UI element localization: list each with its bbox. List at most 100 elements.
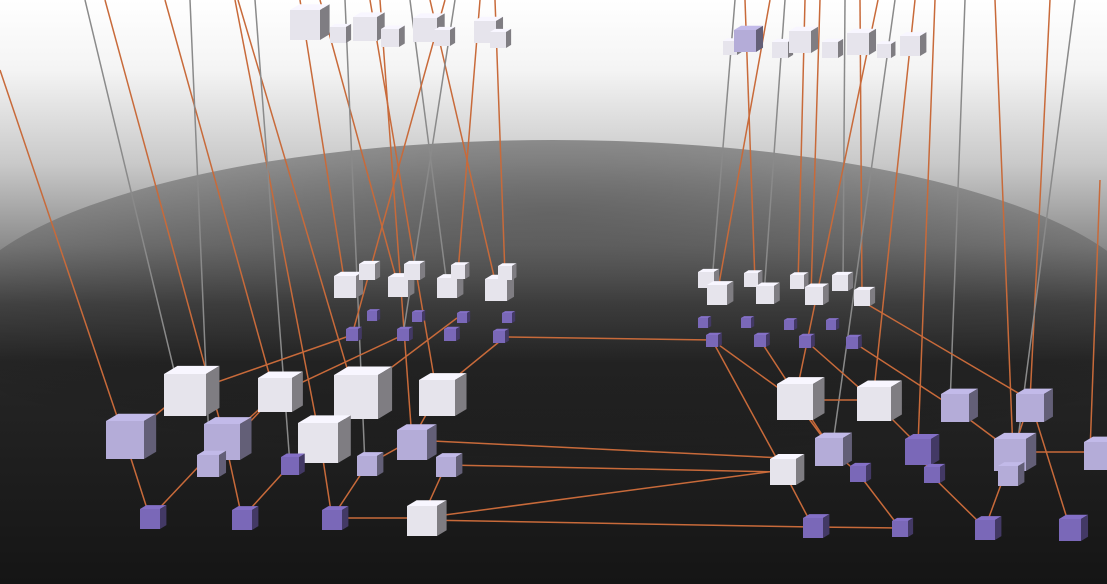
cube-front-face [741, 318, 751, 328]
node-cube [799, 333, 815, 348]
cube-front-face [232, 510, 252, 530]
cube-front-face [444, 329, 456, 341]
node-cube [498, 263, 517, 280]
cube-front-face [485, 279, 507, 301]
cube-front-face [975, 520, 995, 540]
cube-front-face [772, 42, 788, 58]
hanging-cable [917, 0, 936, 446]
cube-top-face [322, 506, 349, 510]
cube-top-face [346, 326, 362, 329]
node-cube [734, 25, 764, 52]
node-cube [877, 41, 896, 58]
node-cube [346, 326, 362, 341]
node-cube [846, 334, 862, 349]
cube-side-face [377, 452, 384, 476]
cube-top-face [777, 377, 825, 384]
cube-top-face [698, 316, 712, 318]
node-cube [490, 28, 512, 48]
cube-side-face [342, 506, 349, 530]
cube-top-face [397, 424, 437, 430]
cube-top-face [457, 311, 471, 313]
node-cube [419, 373, 467, 416]
cube-top-face [434, 26, 456, 30]
cube-top-face [258, 371, 303, 378]
cube-top-face [850, 462, 872, 466]
node-cube [822, 38, 844, 58]
cube-side-face [870, 286, 876, 306]
node-cube [334, 271, 364, 298]
cube-top-face [436, 453, 463, 457]
node-cube [975, 516, 1002, 540]
cube-side-face [437, 500, 447, 536]
node-cube [437, 274, 464, 298]
node-cube [298, 415, 351, 463]
node-cube [106, 413, 157, 459]
cube-top-face [381, 25, 405, 29]
cube-side-face [377, 309, 381, 321]
cube-side-face [420, 260, 426, 280]
cube-side-face [969, 388, 978, 422]
cube-top-face [799, 333, 815, 336]
cube-front-face [832, 275, 848, 291]
cube-front-face [789, 31, 811, 53]
hanging-cable [409, 0, 448, 286]
node-cube [941, 388, 978, 422]
node-cube [359, 260, 381, 280]
cube-side-face [320, 4, 330, 41]
node-cube [290, 4, 330, 41]
cube-side-face [813, 377, 825, 420]
cube-top-face [994, 432, 1037, 439]
cube-front-face [407, 506, 437, 536]
cube-top-face [357, 452, 384, 456]
hanging-cable [1014, 0, 1076, 463]
node-cube [847, 28, 877, 55]
cube-side-face [346, 23, 352, 43]
cube-front-face [397, 430, 427, 460]
cube-front-face [334, 276, 356, 298]
cube-front-face [330, 27, 346, 43]
node-cube [905, 434, 940, 465]
cube-top-face [698, 268, 720, 272]
cube-side-face [838, 38, 844, 58]
cube-front-face [164, 374, 206, 416]
floor-glow [0, 140, 1107, 500]
cube-top-face [359, 260, 381, 264]
cube-front-face [493, 331, 505, 343]
cube-front-face [436, 457, 456, 477]
cube-side-face [920, 32, 927, 56]
node-cube [805, 283, 829, 305]
hanging-cable [299, 0, 346, 286]
node-cube [1059, 514, 1089, 541]
cube-side-face [506, 28, 512, 48]
cube-side-face [995, 516, 1002, 540]
cube-top-face [847, 28, 877, 33]
cube-side-face [378, 366, 393, 419]
cube-side-face [450, 26, 456, 46]
connector-cable [857, 472, 901, 529]
hanging-cable [164, 0, 276, 396]
node-cube [258, 371, 303, 412]
node-cube [281, 453, 305, 475]
hanging-cable [234, 0, 321, 441]
cube-front-face [258, 378, 292, 412]
cube-front-face [998, 466, 1018, 486]
cube-top-face [706, 332, 722, 335]
cube-top-face [756, 282, 780, 286]
cube-side-face [774, 282, 780, 304]
cube-top-face [140, 505, 167, 509]
cube-front-face [707, 285, 727, 305]
cube-top-face [790, 272, 809, 275]
cube-front-face [388, 277, 408, 297]
cube-front-face [381, 29, 399, 47]
cube-top-face [789, 26, 819, 31]
cube-side-face [299, 453, 305, 475]
node-cube [707, 281, 734, 305]
cube-top-face [805, 283, 829, 287]
cube-front-face [770, 459, 796, 485]
cube-front-face [877, 44, 891, 58]
cube-top-face [290, 4, 330, 10]
cube-top-face [444, 326, 460, 329]
cube-side-face [505, 328, 509, 343]
cube-top-face [803, 514, 830, 518]
cube-front-face [502, 313, 512, 323]
